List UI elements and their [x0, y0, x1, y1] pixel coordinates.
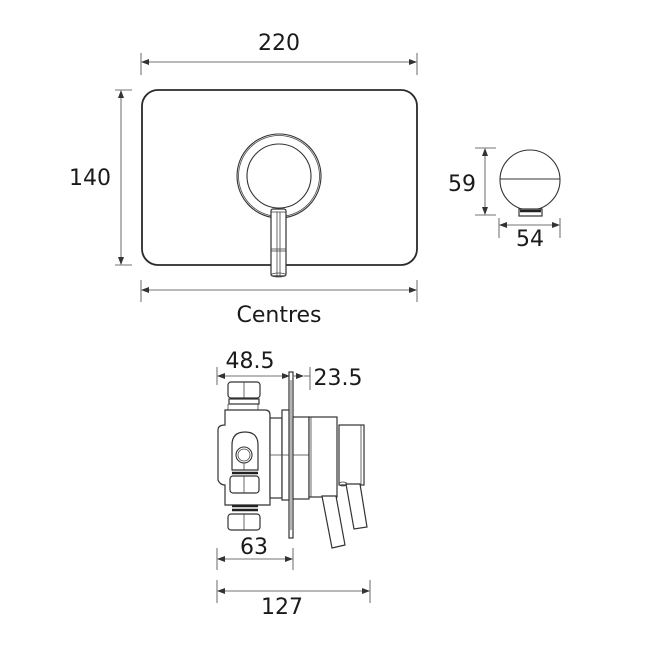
body-depth-label: 48.5 — [226, 349, 275, 374]
height-label: 140 — [69, 166, 111, 191]
height-dimension-140: 140 — [69, 89, 132, 266]
overall-depth-label: 127 — [261, 595, 303, 620]
width-dimension-220: 220 — [140, 31, 418, 75]
centres-dimension: Centres — [140, 280, 418, 328]
plate-to-handle-label: 23.5 — [314, 366, 363, 391]
centres-label: Centres — [236, 303, 321, 328]
width-label: 220 — [258, 31, 300, 56]
knob-width-label: 54 — [516, 227, 544, 252]
valve-side-view: 48.5 23.5 — [216, 349, 368, 549]
knob-height-label: 59 — [448, 172, 476, 197]
knob-side-view: 59 54 — [448, 147, 561, 252]
body-width-label: 63 — [240, 535, 268, 560]
front-view: 220 140 Ce — [69, 31, 418, 328]
bottom-dimensions: 63 127 — [216, 535, 371, 620]
control-knob — [236, 133, 322, 278]
